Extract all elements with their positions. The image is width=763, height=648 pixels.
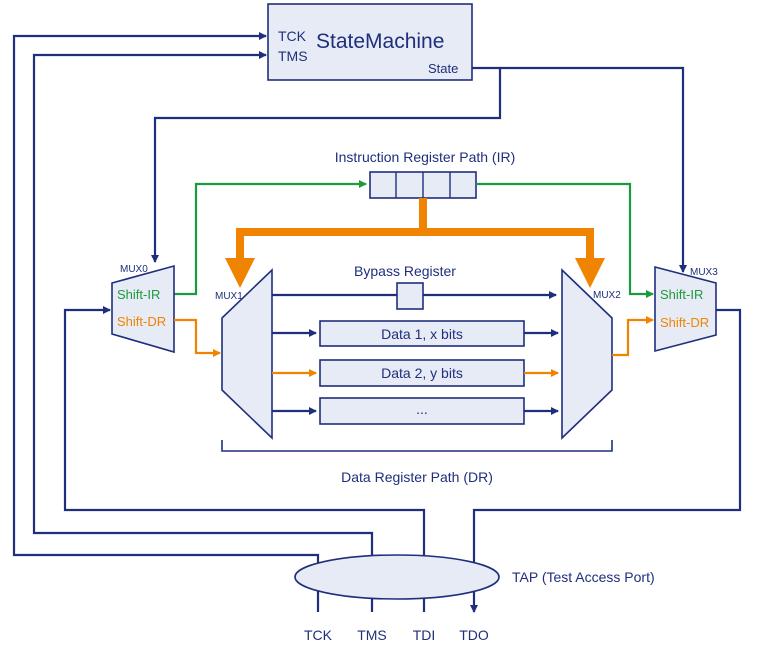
shift-ir-wire-in [174,180,367,296]
bypass-label: Bypass Register [354,263,456,279]
state-machine-block: TCK TMS StateMachine State [267,3,473,81]
mux1 [221,268,273,440]
svg-text:...: ... [416,401,428,417]
pin-tdi: TDI [413,627,436,643]
svg-text:Data 1, x bits: Data 1, x bits [381,326,463,342]
state-output-label: State [428,61,458,76]
mux0-shift-dr: Shift-DR [117,314,166,329]
tdo-wire [470,308,742,613]
shift-ir-wire-out [476,182,654,298]
mux0-label: MUX0 [120,264,148,275]
state-machine-title: StateMachine [316,30,444,53]
tck-input-label: TCK [278,28,307,44]
svg-text:Data 2, y bits: Data 2, y bits [381,365,463,381]
shift-dr-wire-in [174,318,221,357]
instruction-register [369,171,477,199]
tms-input-label: TMS [278,48,308,64]
bypass-register [396,282,424,310]
dr-path-label: Data Register Path (DR) [341,469,493,485]
data-register-n: ... [319,397,525,425]
data-register-1: Data 1, x bits [319,320,525,347]
ir-control-bus [225,198,605,288]
dr-bracket [221,440,613,452]
state-to-mux0-wire [151,66,502,263]
mux3-shift-dr: Shift-DR [660,315,709,330]
mux2-label: MUX2 [593,290,621,301]
mux1-label: MUX1 [215,291,243,302]
pin-tms: TMS [357,627,387,643]
mux2 [561,268,613,440]
mux0-shift-ir: Shift-IR [117,287,160,302]
data-register-2: Data 2, y bits [319,359,525,387]
mux3 [654,265,717,353]
pin-tck: TCK [304,627,333,643]
state-to-mux3-wire [500,66,687,273]
mux0 [111,264,175,354]
mux3-shift-ir: Shift-IR [660,287,703,302]
shift-dr-wire-out [612,316,654,357]
pin-tdo: TDO [459,627,489,643]
tdi-wire [63,306,426,612]
tap-ellipse [294,554,500,600]
tap-label: TAP (Test Access Port) [512,569,655,585]
mux3-label: MUX3 [690,267,718,278]
ir-path-label: Instruction Register Path (IR) [335,149,516,165]
